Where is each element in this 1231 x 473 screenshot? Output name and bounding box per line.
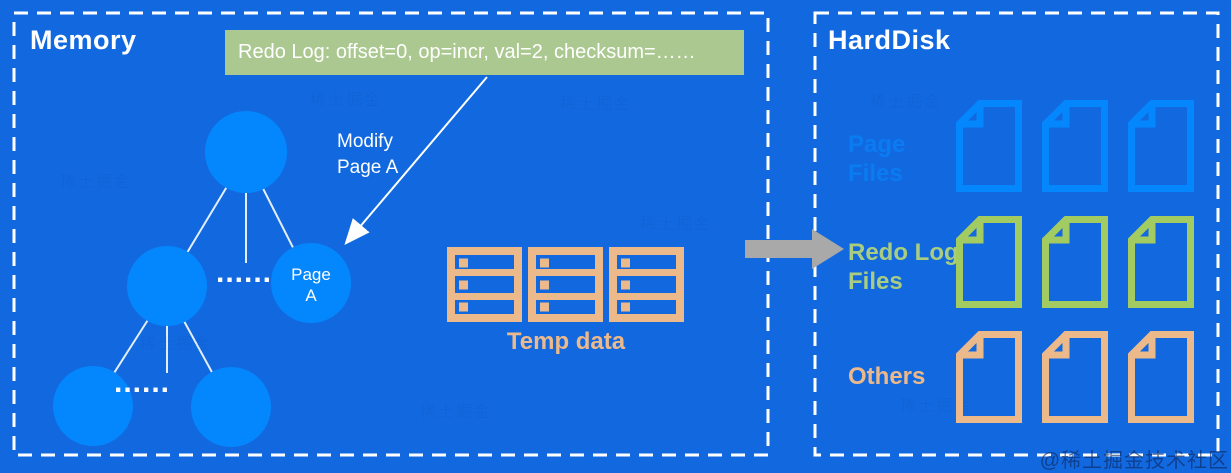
tree-ellipsis-bottom: ...... xyxy=(114,366,171,399)
watermark-tile: 稀土掘金 xyxy=(60,174,133,191)
harddisk-panel-title: HardDisk xyxy=(828,25,951,55)
tree-ellipsis-mid: ...... xyxy=(216,256,273,289)
memory-panel-title: Memory xyxy=(30,25,137,55)
page-file-icon xyxy=(956,100,1022,192)
redo-log-files-label-line1: Redo Log xyxy=(848,239,959,266)
redo-log-files-label-line2: Files xyxy=(848,268,903,295)
memory-to-disk-arrow xyxy=(745,229,844,269)
watermark-tile: 稀土掘金 xyxy=(870,94,943,111)
temp-data-label: Temp data xyxy=(506,328,626,355)
page-a-node-label: Page A xyxy=(283,264,339,306)
page-a-label-line2: A xyxy=(305,286,317,305)
other-file-icon xyxy=(1128,331,1194,423)
watermark-tile: 稀土掘金 xyxy=(140,336,213,353)
watermark-tile: 稀土掘金 xyxy=(640,216,713,233)
site-watermark: @稀土掘金技术社区 xyxy=(1039,450,1229,472)
watermark-tile: 稀土掘金 xyxy=(560,96,633,113)
modify-annotation-line1: Modify xyxy=(337,131,393,152)
page-files-label: Page Files xyxy=(848,130,905,188)
redo-log-banner: Redo Log: offset=0, op=incr, val=2, chec… xyxy=(225,30,744,75)
other-file-icon xyxy=(1042,331,1108,423)
temp-data-server-icon xyxy=(447,247,522,322)
others-label-line1: Others xyxy=(848,363,926,390)
page-a-label-line1: Page xyxy=(291,265,331,284)
tree-node-left xyxy=(127,246,207,326)
temp-data-server-icon xyxy=(528,247,603,322)
modify-page-a-annotation: Modify Page A xyxy=(337,129,398,181)
page-files-label-line1: Page xyxy=(848,131,906,158)
other-file-icon xyxy=(956,331,1022,423)
modify-annotation-line2: Page A xyxy=(337,157,399,178)
redo-log-file-icon xyxy=(1042,216,1108,308)
redo-log-files-label: Redo Log Files xyxy=(848,238,959,296)
tree-node-leaf-right xyxy=(191,367,271,447)
redo-log-file-icon xyxy=(1128,216,1194,308)
tree-node-root xyxy=(205,111,287,193)
page-files-label-line2: Files xyxy=(848,160,903,187)
page-file-icon xyxy=(1042,100,1108,192)
page-file-icon xyxy=(1128,100,1194,192)
redo-log-file-icon xyxy=(956,216,1022,308)
temp-data-server-icon xyxy=(609,247,684,322)
watermark-tile: 稀土掘金 xyxy=(310,92,383,109)
others-label: Others xyxy=(848,362,925,391)
watermark-tile: 稀土掘金 xyxy=(420,404,493,421)
